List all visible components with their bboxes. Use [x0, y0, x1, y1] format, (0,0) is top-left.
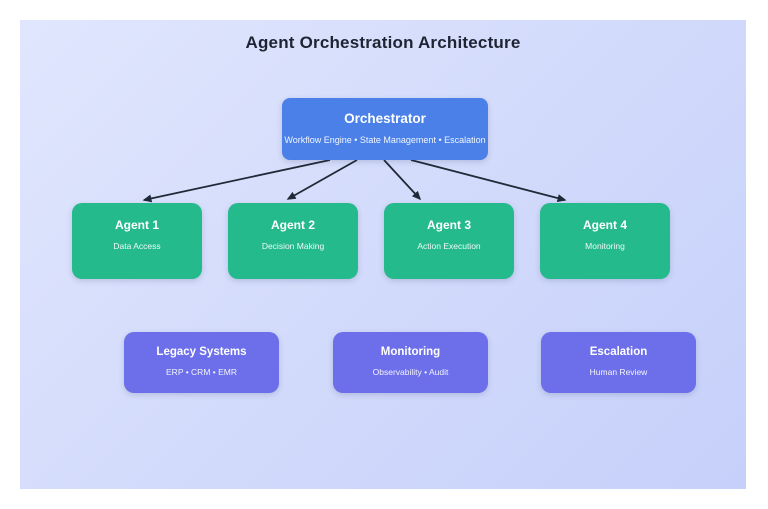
agent-4-node: Agent 4 Monitoring [540, 203, 670, 279]
agent-2-subtitle: Decision Making [261, 241, 325, 251]
arrow-orchestrator-to-agent-1 [142, 159, 331, 203]
agent-4-title: Agent 4 [582, 218, 627, 232]
monitoring-subtitle: Observability • Audit [372, 367, 449, 377]
agent-3-subtitle: Action Execution [417, 241, 481, 251]
arrow-orchestrator-to-agent-3 [383, 159, 422, 201]
legacy-systems-title: Legacy Systems [156, 346, 247, 358]
monitoring-node: Monitoring Observability • Audit [333, 332, 488, 393]
escalation-subtitle: Human Review [589, 367, 648, 377]
diagram-canvas: Agent Orchestration Architecture Orchest… [20, 20, 746, 489]
monitoring-title: Monitoring [380, 346, 441, 358]
agent-3-node: Agent 3 Action Execution [384, 203, 514, 279]
orchestrator-node: Orchestrator Workflow Engine • State Man… [282, 98, 488, 160]
orchestrator-title: Orchestrator [344, 111, 426, 126]
arrow-orchestrator-to-agent-4 [410, 159, 567, 202]
agent-2-node: Agent 2 Decision Making [228, 203, 358, 279]
agent-1-title: Agent 1 [114, 218, 159, 232]
agent-1-node: Agent 1 Data Access [72, 203, 202, 279]
agent-1-subtitle: Data Access [113, 241, 161, 251]
escalation-title: Escalation [589, 346, 648, 358]
diagram-title: Agent Orchestration Architecture [245, 33, 521, 52]
agent-3-title: Agent 3 [426, 218, 471, 232]
escalation-node: Escalation Human Review [541, 332, 696, 393]
agent-2-title: Agent 2 [270, 218, 315, 232]
orchestrator-subtitle: Workflow Engine • State Management • Esc… [284, 135, 486, 145]
agent-4-subtitle: Monitoring [585, 241, 625, 251]
legacy-systems-node: Legacy Systems ERP • CRM • EMR [124, 332, 279, 393]
arrow-orchestrator-to-agent-2 [286, 159, 358, 200]
legacy-systems-subtitle: ERP • CRM • EMR [166, 367, 237, 377]
connector-arrows [142, 159, 567, 203]
